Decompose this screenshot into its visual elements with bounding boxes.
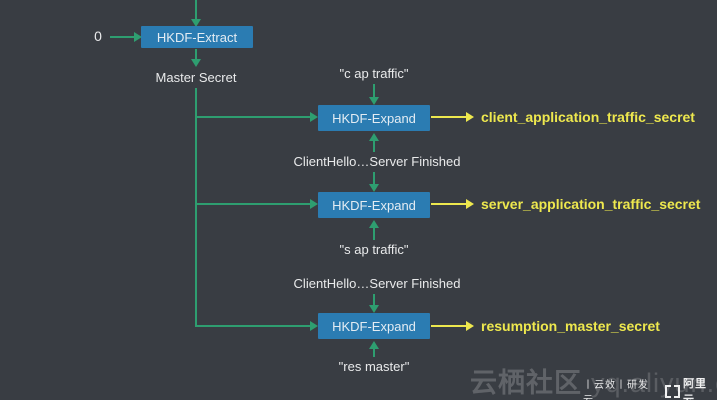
arrowhead-right-icon [310,199,318,209]
zero-input-label: 0 [94,28,102,44]
arrowhead-down-icon [191,59,201,67]
client-traffic-secret-label: client_application_traffic_secret [481,109,695,125]
bracket-logo-icon [665,384,672,398]
arrow-c-ap-into-expand1 [373,84,375,97]
arrow-expand3-output [431,325,466,327]
arrowhead-up-icon [369,220,379,228]
arrowhead-right-icon [466,112,474,122]
watermark-brand-name: 阿里云 [683,378,708,400]
client-hello-finished-label-1: ClientHello…Server Finished [293,154,461,169]
master-secret-label: Master Secret [155,70,237,85]
arrowhead-right-icon [310,321,318,331]
arrow-expand1-output [431,116,466,118]
arrow-expand2-output [431,203,466,205]
hkdf-extract-node: HKDF-Extract [141,26,253,48]
arrowhead-right-icon [310,112,318,122]
arrow-zero-into-extract [110,36,134,38]
arrowhead-right-icon [134,32,142,42]
branch-to-expand3 [195,325,310,327]
watermark-site-name: 云栖社区 [470,368,582,398]
resumption-secret-label: resumption_master_secret [481,318,660,334]
hkdf-expand3-node: HKDF-Expand [318,313,430,339]
brand-lockup: 阿里云 [665,375,717,400]
arrow-ch2-down-into-expand3 [373,294,375,305]
s-ap-traffic-label: "s ap traffic" [339,242,409,257]
hkdf-expand1-node: HKDF-Expand [318,105,430,131]
bracket-logo-icon [674,384,681,398]
master-secret-trunk-line [195,88,197,327]
arrow-top-into-extract [195,0,197,19]
hkdf-expand2-node: HKDF-Expand [318,192,430,218]
c-ap-traffic-label: "c ap traffic" [339,66,409,81]
arrow-ch1-up-into-expand1 [373,141,375,152]
arrowhead-right-icon [466,321,474,331]
arrow-s-ap-up-into-expand2 [373,228,375,240]
watermark-site-url: yq.aliyun.com [591,368,717,398]
arrow-ch1-down-into-expand2 [373,172,375,184]
arrowhead-down-icon [191,19,201,27]
arrowhead-down-icon [369,184,379,192]
arrowhead-down-icon [369,305,379,313]
watermark: 云栖社区 yq.aliyun.com [470,361,717,400]
arrow-extract-output [195,49,197,59]
arrow-res-master-up-into-expand3 [373,349,375,357]
arrowhead-up-icon [369,341,379,349]
arrowhead-right-icon [466,199,474,209]
branch-to-expand2 [195,203,310,205]
arrowhead-up-icon [369,133,379,141]
branch-to-expand1 [195,116,310,118]
client-hello-finished-label-2: ClientHello…Server Finished [293,276,461,291]
res-master-label: "res master" [338,359,410,374]
watermark-badge-text: 丨云效丨研发云 [583,380,649,400]
arrowhead-down-icon [369,97,379,105]
server-traffic-secret-label: server_application_traffic_secret [481,196,701,212]
watermark-badge: 丨云效丨研发云 阿里云 [583,375,717,400]
